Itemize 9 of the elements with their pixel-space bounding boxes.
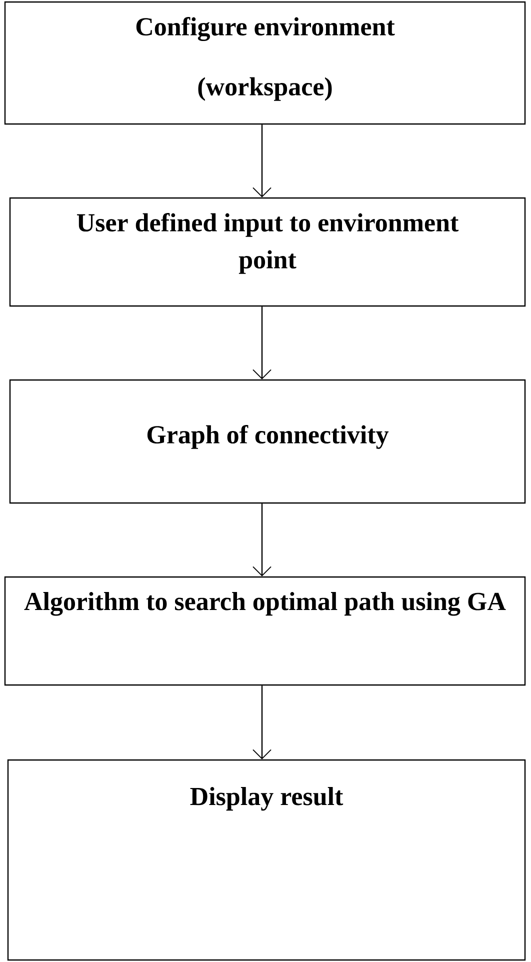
process-box: User defined input to environment point [9,197,526,307]
process-box: Algorithm to search optimal path using GA [4,576,526,686]
arrow [252,566,272,576]
arrow [252,749,272,760]
process-box: Configure environment (workspace) [4,1,526,125]
process-box: Display result [7,759,526,961]
arrow [252,187,272,198]
process-box: Graph of connectivity [9,379,526,504]
arrow [252,369,272,380]
